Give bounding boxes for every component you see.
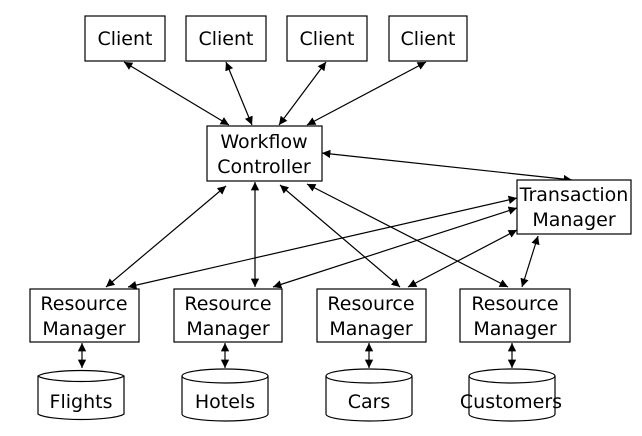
resource-manager-line1: Resource [40,293,127,315]
edge-client1-workflow [123,61,230,126]
transaction-manager-line1: Transaction [519,184,629,206]
resource-manager-node-4: Resource Manager [459,288,571,343]
resource-manager-line2: Manager [473,318,556,340]
edge-workflow-transaction [321,149,573,184]
client-label: Client [97,28,152,50]
edge-client3-workflow [278,61,327,126]
database-node-1: Flights [37,369,125,421]
resource-manager-node-3: Resource Manager [316,288,427,343]
database-node-3: Cars [325,368,413,422]
client-node-1: Client [84,15,166,62]
resource-manager-line1: Resource [327,293,414,315]
database-cylinder-icon [37,369,125,421]
database-label: Customers [460,391,562,413]
database-node-2: Hotels [181,368,269,422]
edge-transaction-rm4 [520,235,540,288]
database-label: Cars [348,391,391,413]
database-label: Hotels [195,391,255,413]
client-node-4: Client [388,15,468,62]
edge-client2-workflow [225,61,253,126]
client-label: Client [299,28,354,50]
edge-transaction-rm2 [272,206,518,289]
transaction-manager-line2: Manager [532,209,615,231]
client-label: Client [198,28,253,50]
workflow-controller-line2: Controller [217,156,311,178]
database-node-4: Customers [460,368,562,422]
client-node-2: Client [185,15,267,62]
edge-transaction-rm3 [407,229,518,288]
workflow-controller-line1: Workflow [220,131,307,153]
resource-manager-line1: Resource [471,293,558,315]
database-label: Flights [50,391,113,413]
edge-transaction-rm1 [127,195,518,290]
resource-manager-node-2: Resource Manager [173,288,283,343]
edge-workflow-rm1 [105,185,227,288]
resource-manager-node-1: Resource Manager [29,288,140,343]
client-node-3: Client [286,15,368,62]
workflow-controller-node: Workflow Controller [206,125,323,182]
edge-client4-workflow [306,61,427,126]
resource-manager-line2: Manager [186,318,269,340]
edges [77,61,573,368]
transaction-manager-node: Transaction Manager [516,179,632,235]
resource-manager-line2: Manager [42,318,125,340]
client-label: Client [400,28,455,50]
resource-manager-line1: Resource [184,293,271,315]
resource-manager-line2: Manager [329,318,412,340]
edge-workflow-rm4 [306,183,509,288]
